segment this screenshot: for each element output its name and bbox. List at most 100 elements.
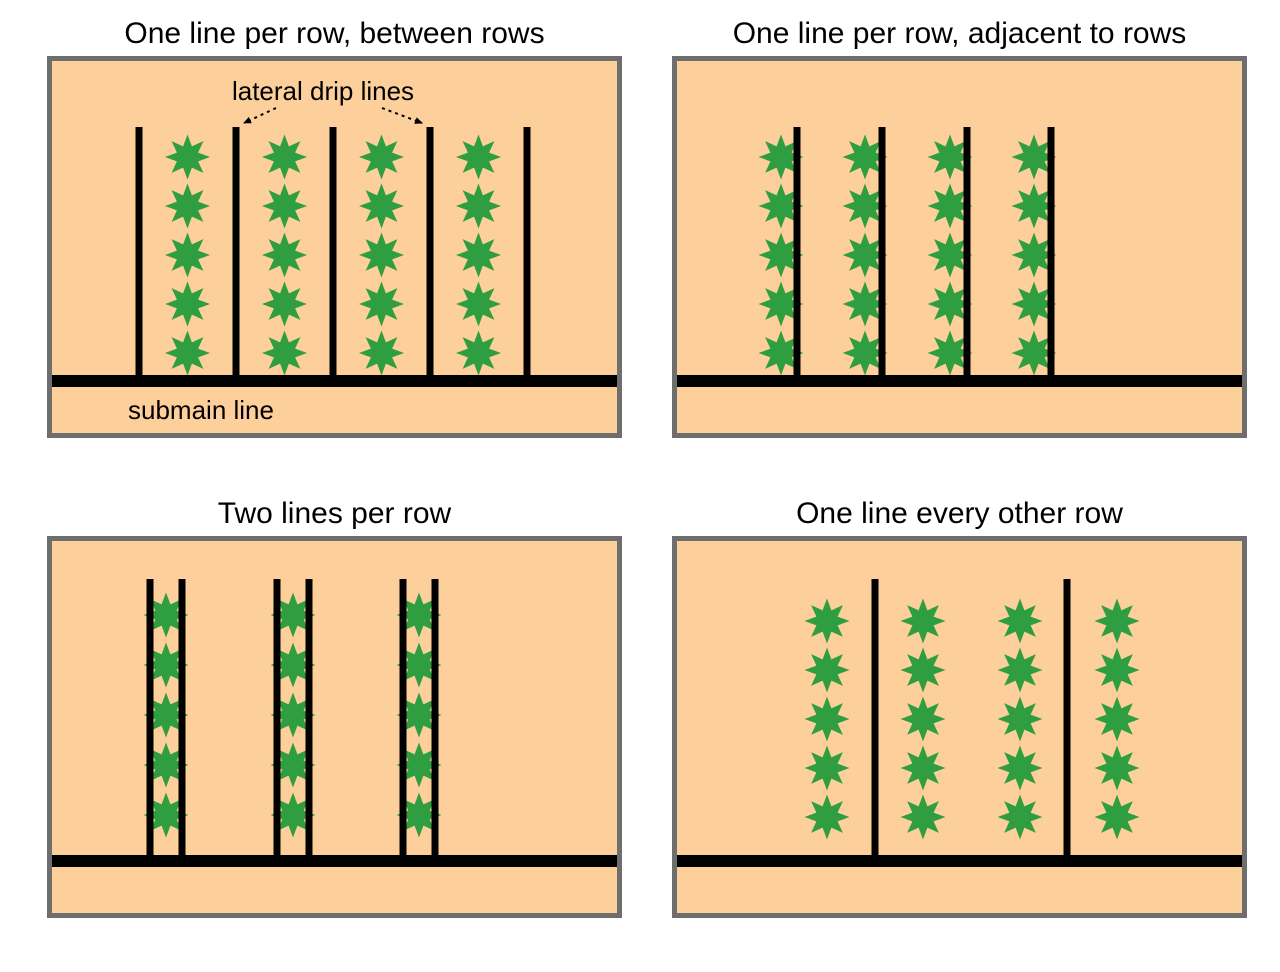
plant-icon: [165, 183, 210, 229]
plant-icon: [900, 696, 946, 742]
plant-icon: [262, 134, 307, 180]
lateral-drip-lines-label: lateral drip lines: [232, 76, 414, 106]
plant-icon: [1094, 696, 1140, 742]
lateral-drip-line: [963, 127, 971, 381]
plant-icon: [997, 696, 1043, 742]
plant-icon: [270, 692, 316, 738]
lateral-lines-group: [146, 579, 439, 861]
plant-icon: [165, 134, 210, 180]
lateral-drip-line: [871, 579, 879, 861]
plant-rows-group: [143, 592, 442, 838]
plant-icon: [927, 183, 973, 229]
plant-icon: [997, 745, 1043, 791]
plant-icon: [396, 692, 442, 738]
plant-icon: [165, 232, 210, 278]
plant-icon: [758, 330, 804, 376]
plant-icon: [842, 330, 888, 376]
submain-line: [52, 855, 617, 867]
lateral-lines-group: [793, 127, 1055, 381]
plant-icon: [842, 134, 888, 180]
submain-line-label: submain line: [128, 395, 274, 425]
plant-icon: [143, 592, 189, 638]
lateral-drip-line: [431, 579, 439, 861]
plant-icon: [1011, 232, 1057, 278]
plant-icon: [456, 232, 501, 278]
plant-icon: [997, 647, 1043, 693]
lateral-drip-line: [523, 127, 531, 381]
field-diagram-between-rows: lateral drip lines submain line: [52, 76, 617, 425]
plant-icon: [997, 598, 1043, 644]
plant-icon: [270, 792, 316, 838]
plant-icon: [1094, 647, 1140, 693]
panel-title-every-other-row: One line every other row: [796, 497, 1123, 530]
field-panel-between-rows: lateral drip lines submain line: [47, 56, 622, 438]
field-diagram-every-other-row: [677, 579, 1242, 867]
plant-rows-group: [758, 134, 1057, 376]
plant-rows-group: [165, 134, 501, 376]
plant-icon: [1011, 134, 1057, 180]
plant-icon: [262, 183, 307, 229]
plant-icon: [456, 281, 501, 327]
submain-line: [677, 375, 1242, 387]
plant-icon: [1094, 598, 1140, 644]
plant-icon: [359, 281, 404, 327]
field-diagram-adjacent-rows: [677, 127, 1242, 387]
plant-icon: [359, 183, 404, 229]
plant-icon: [270, 742, 316, 788]
field-panel-every-other-row: [672, 536, 1247, 918]
plant-icon: [997, 794, 1043, 840]
plant-icon: [804, 794, 850, 840]
plant-icon: [758, 232, 804, 278]
plant-icon: [396, 592, 442, 638]
lateral-lines-group: [871, 579, 1071, 861]
plant-icon: [927, 281, 973, 327]
panel-section-two-lines-per-row: Two lines per row: [47, 492, 622, 918]
panel-section-adjacent-rows: One line per row, adjacent to rows: [672, 12, 1247, 438]
plant-icon: [900, 598, 946, 644]
plant-icon: [804, 647, 850, 693]
lateral-drip-line: [426, 127, 434, 381]
plant-icon: [262, 281, 307, 327]
panel-title-between-rows: One line per row, between rows: [124, 17, 545, 50]
plant-icon: [143, 692, 189, 738]
plant-icon: [1011, 183, 1057, 229]
submain-line: [677, 855, 1242, 867]
plant-rows-group: [804, 598, 1140, 840]
plant-icon: [758, 281, 804, 327]
plant-icon: [842, 232, 888, 278]
lateral-drip-line: [305, 579, 313, 861]
plant-icon: [270, 642, 316, 688]
plant-icon: [262, 330, 307, 376]
lateral-drip-line: [135, 127, 143, 381]
lateral-drip-line: [399, 579, 407, 861]
panel-title-two-lines-per-row: Two lines per row: [217, 497, 452, 530]
plant-icon: [396, 792, 442, 838]
plant-icon: [842, 281, 888, 327]
plant-icon: [842, 183, 888, 229]
plant-icon: [758, 183, 804, 229]
plant-icon: [270, 592, 316, 638]
lateral-drip-line: [1063, 579, 1071, 861]
plant-icon: [165, 281, 210, 327]
plant-icon: [927, 330, 973, 376]
plant-icon: [359, 134, 404, 180]
lateral-drip-line: [178, 579, 186, 861]
plant-icon: [1094, 745, 1140, 791]
submain-line: [52, 375, 617, 387]
plant-icon: [396, 642, 442, 688]
panel-section-every-other-row: One line every other row: [672, 492, 1247, 918]
lateral-drip-line: [273, 579, 281, 861]
annotation-arrow-right: [381, 107, 423, 124]
panel-title-adjacent-rows: One line per row, adjacent to rows: [732, 17, 1187, 50]
plant-icon: [359, 232, 404, 278]
plant-icon: [927, 134, 973, 180]
lateral-drip-line: [878, 127, 886, 381]
plant-icon: [804, 696, 850, 742]
plant-icon: [143, 742, 189, 788]
plant-icon: [804, 745, 850, 791]
plant-icon: [900, 794, 946, 840]
plant-icon: [804, 598, 850, 644]
plant-icon: [456, 183, 501, 229]
plant-icon: [758, 134, 804, 180]
